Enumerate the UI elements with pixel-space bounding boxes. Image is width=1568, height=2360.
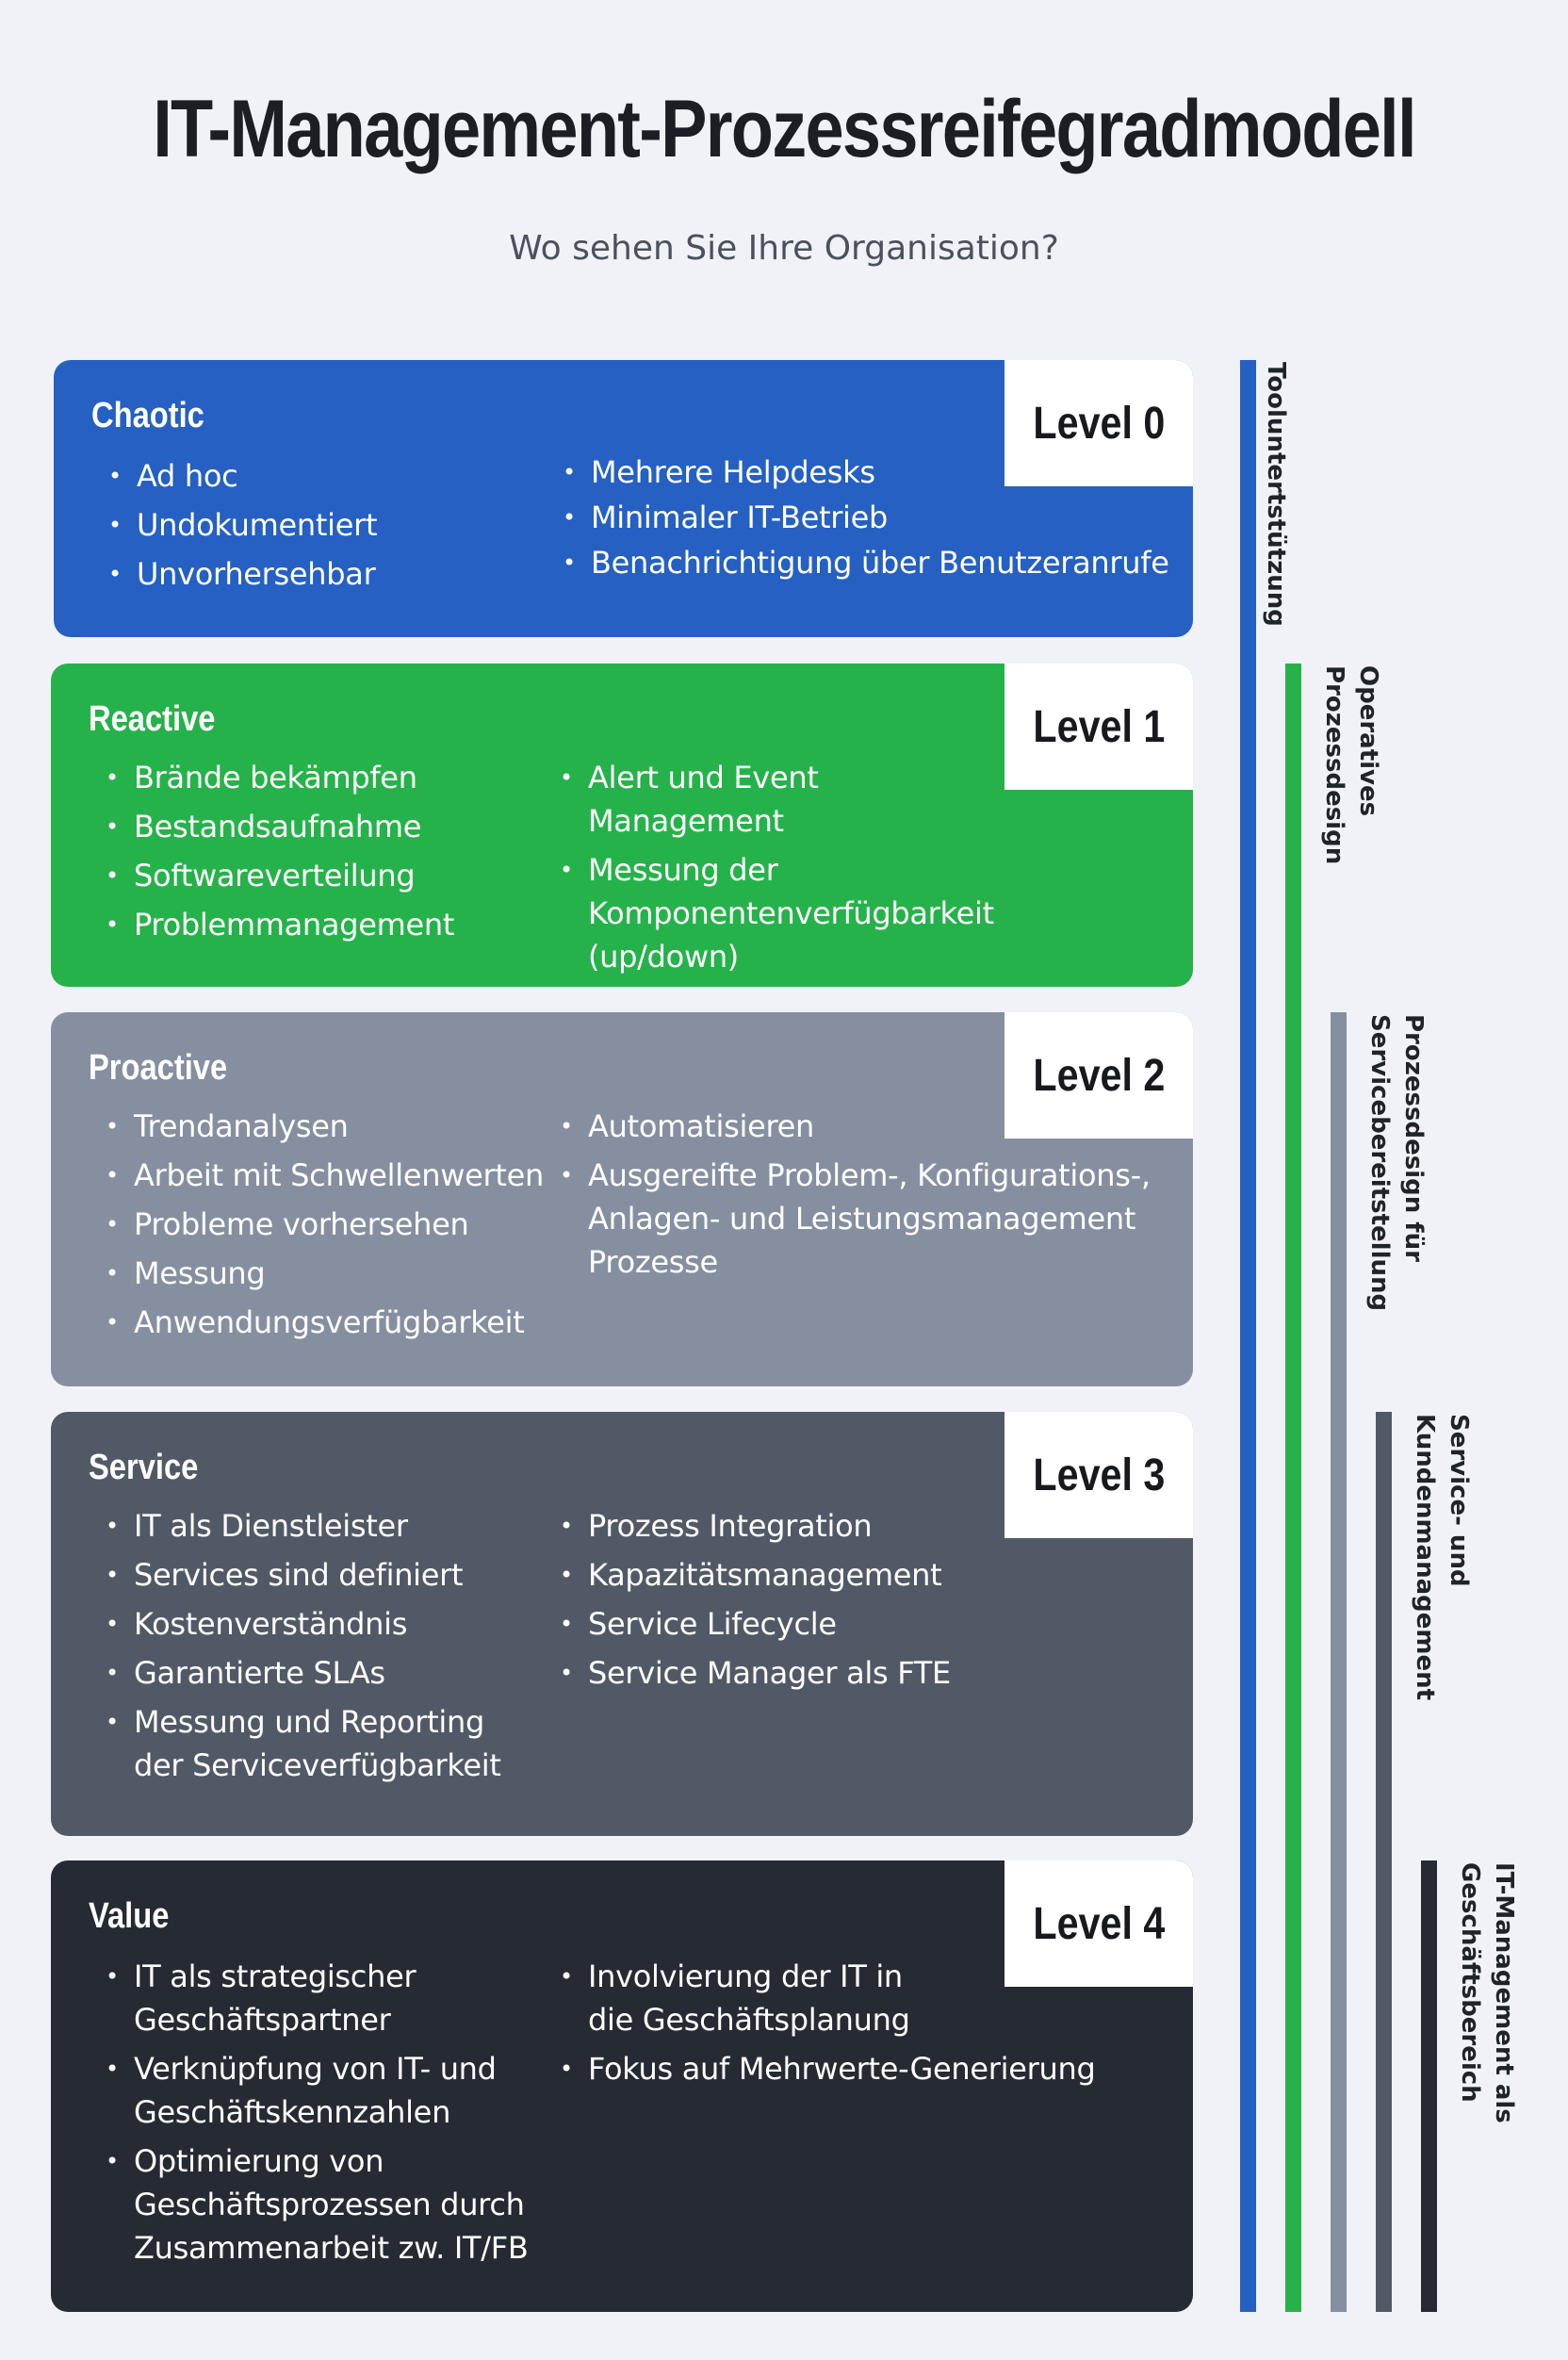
list-item: Prozess Integration <box>560 1504 951 1548</box>
page-subtitle: Wo sehen Sie Ihre Organisation? <box>509 229 1059 268</box>
list-item: Undokumentiert <box>108 503 378 547</box>
list-item: Alert und Event Management <box>560 756 1193 843</box>
list-item: Service Lifecycle <box>560 1602 951 1646</box>
list-item: Optimierung von Geschäftsprozessen durch… <box>106 2139 529 2270</box>
capability-bar <box>1240 360 1256 2312</box>
level-name: Reactive <box>89 699 216 739</box>
level-name: Proactive <box>89 1048 228 1088</box>
page-title: IT-Management-Prozessreifegradmodell <box>153 84 1416 174</box>
list-item: Trendanalysen <box>106 1105 544 1148</box>
capability-bar <box>1421 1860 1437 2312</box>
list-item: Problemmanagement <box>106 903 454 946</box>
list-item: Kostenverständnis <box>106 1602 501 1646</box>
list-item: Involvierung der IT in die Geschäftsplan… <box>560 1955 1095 2041</box>
list-item: IT als strategischer Geschäftspartner <box>106 1955 528 2041</box>
level-items-right: Prozess Integration Kapazitätsmanagement… <box>560 1504 951 1700</box>
list-item: Automatisieren <box>560 1105 1151 1148</box>
list-item: Minimaler IT-Betrieb <box>563 498 1169 537</box>
level-items-left: Brände bekämpfen Bestandsaufnahme Softwa… <box>106 756 454 952</box>
level-badge: Level 3 <box>1004 1412 1193 1538</box>
level-items-left: IT als Dienstleister Services sind defin… <box>106 1504 501 1793</box>
level-card-value: Value Level 4 IT als strategischer Gesch… <box>51 1860 1193 2312</box>
list-item: IT als Dienstleister <box>106 1504 501 1548</box>
list-item: Softwareverteilung <box>106 854 454 897</box>
capability-bar-label: Tooluntertstützung <box>1262 362 1290 627</box>
list-item: Services sind definiert <box>106 1553 501 1597</box>
list-item: Mehrere Helpdesks <box>563 452 1169 492</box>
list-item: Messung und Reporting der Serviceverfügb… <box>106 1700 501 1787</box>
level-items-right: Involvierung der IT in die Geschäftsplan… <box>560 1955 1096 2096</box>
list-item: Brände bekämpfen <box>106 756 454 799</box>
level-card-chaotic: Chaotic Level 0 Ad hoc Undokumentiert Un… <box>54 360 1193 637</box>
list-item: Anwendungsverfügbarkeit <box>106 1301 544 1344</box>
level-items-left: Trendanalysen Arbeit mit Schwellenwerten… <box>106 1105 544 1350</box>
level-items-right: Automatisieren Ausgereifte Problem-, Kon… <box>560 1105 1151 1289</box>
level-items-right: Mehrere Helpdesks Minimaler IT-Betrieb B… <box>563 452 1169 588</box>
capability-bar-label: Service- und Kundenmanagement <box>1411 1414 1473 1701</box>
list-item: Arbeit mit Schwellenwerten <box>106 1154 544 1197</box>
capability-bar <box>1331 1012 1347 2312</box>
capability-bar-label: IT-Management als Geschäftsbereich <box>1456 1862 1518 2123</box>
level-card-reactive: Reactive Level 1 Brände bekämpfen Bestan… <box>51 664 1193 987</box>
level-card-service: Service Level 3 IT als Dienstleister Ser… <box>51 1412 1193 1836</box>
list-item: Kapazitätsmanagement <box>560 1553 951 1597</box>
list-item: Probleme vorhersehen <box>106 1203 544 1246</box>
list-item: Messung der Komponentenverfügbarkeit (up… <box>560 848 1193 978</box>
level-card-proactive: Proactive Level 2 Trendanalysen Arbeit m… <box>51 1012 1193 1386</box>
level-name: Service <box>89 1448 199 1487</box>
level-name: Value <box>89 1896 170 1936</box>
capability-bar <box>1285 664 1301 2312</box>
list-item: Ad hoc <box>108 454 377 498</box>
list-item: Unvorhersehbar <box>108 552 377 596</box>
capability-bar-label: Prozessdesign für Servicebereitstellung <box>1365 1014 1428 1312</box>
list-item: Ausgereifte Problem-, Konfigurations-, A… <box>560 1154 1151 1284</box>
list-item: Fokus auf Mehrwerte-Generierung <box>560 2047 1096 2090</box>
capability-bar <box>1376 1412 1392 2312</box>
level-items-right: Alert und Event Management Messung der K… <box>560 756 1193 984</box>
level-items-left: Ad hoc Undokumentiert Unvorhersehbar <box>108 454 378 601</box>
capability-bar-label: Operatives Prozessdesign <box>1320 665 1382 865</box>
level-items-left: IT als strategischer Geschäftspartner Ve… <box>106 1955 529 2275</box>
level-name: Chaotic <box>91 396 204 435</box>
list-item: Service Manager als FTE <box>560 1651 951 1695</box>
list-item: Bestandsaufnahme <box>106 805 454 848</box>
list-item: Garantierte SLAs <box>106 1651 501 1695</box>
list-item: Verknüpfung von IT- und Geschäftskennzah… <box>106 2047 528 2134</box>
list-item: Benachrichtigung über Benutzeranrufe <box>563 543 1169 582</box>
list-item: Messung <box>106 1252 544 1295</box>
